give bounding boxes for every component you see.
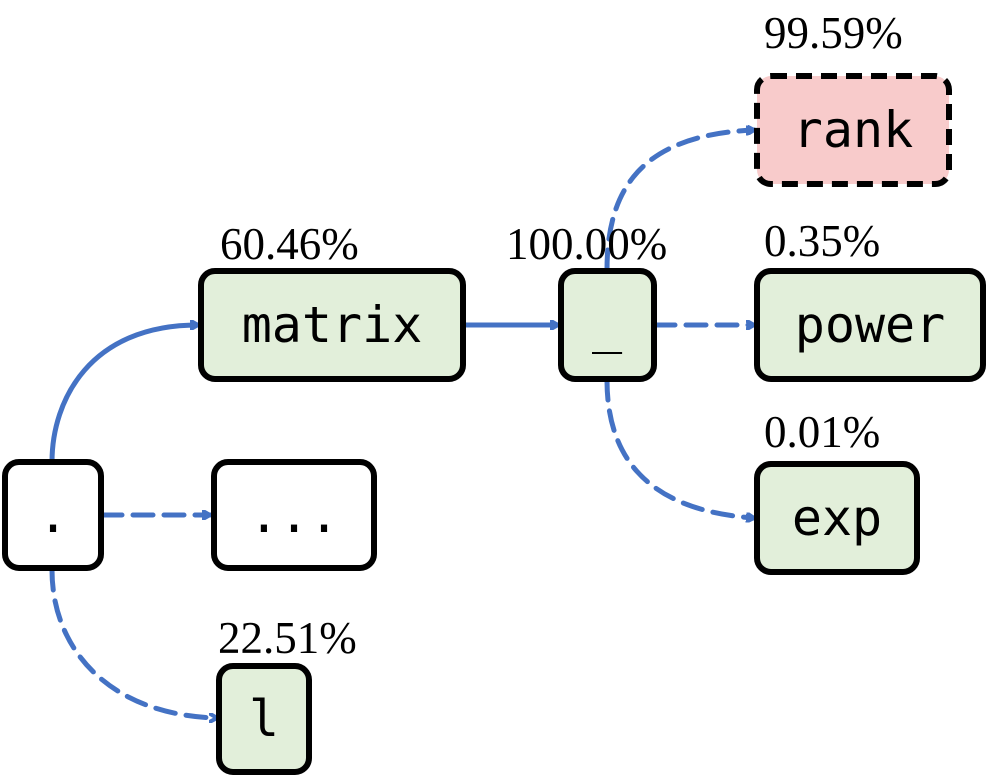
node-rank-probability: 99.59% [764, 8, 903, 58]
node-exp-token: exp [792, 489, 882, 547]
node-rank-token: rank [793, 101, 913, 159]
node-l: 22.51% l [216, 613, 357, 775]
edge-underscore-to-exp [604, 377, 757, 518]
node-underscore: 100.00% _ [506, 219, 667, 382]
node-matrix-token: matrix [242, 296, 423, 354]
node-rank: 99.59% rank [754, 8, 952, 187]
node-power-token: power [795, 296, 946, 354]
node-l-probability: 22.51% [218, 613, 357, 663]
node-power: 0.35% power [754, 216, 986, 382]
node-l-token: l [249, 690, 279, 748]
node-underscore-token: _ [592, 296, 623, 354]
node-underscore-probability: 100.00% [506, 219, 667, 269]
node-ellipsis: ... [211, 459, 377, 571]
node-dot: . [2, 459, 104, 571]
node-ellipsis-token: ... [249, 486, 339, 544]
node-dot-token: . [38, 486, 68, 544]
node-power-probability: 0.35% [764, 216, 880, 266]
node-matrix: 60.46% matrix [198, 219, 466, 382]
edge-dot-to-matrix [49, 325, 201, 465]
node-matrix-probability: 60.46% [220, 219, 359, 269]
node-exp-probability: 0.01% [764, 407, 880, 457]
edge-underscore-to-rank [604, 130, 757, 273]
edge-dot-to-l [49, 567, 220, 718]
node-exp: 0.01% exp [754, 407, 920, 575]
